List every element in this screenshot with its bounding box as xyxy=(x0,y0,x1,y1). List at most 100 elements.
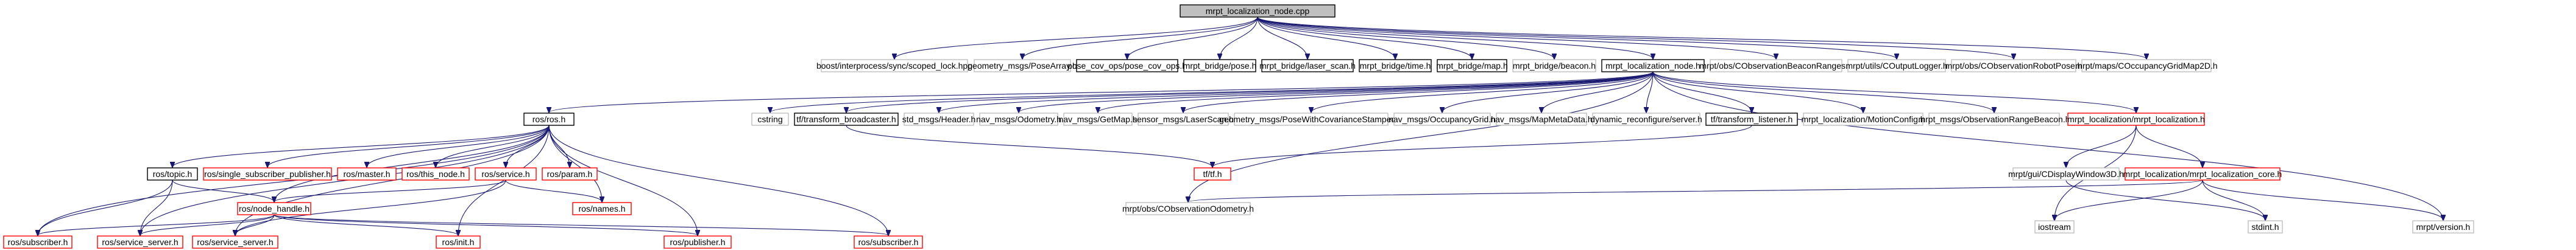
edge-loc_node_h-to-obsrangebeacon xyxy=(1652,71,1994,113)
node-init[interactable]: ros/init.h xyxy=(436,235,481,249)
edge-loc_node_h-to-ros_h xyxy=(549,71,1654,113)
node-tf_listener[interactable]: tf/transform_listener.h xyxy=(1705,113,1798,126)
edge-root-to-bridge_map xyxy=(1257,16,1472,59)
node-label: mrpt_bridge/map.h xyxy=(1436,61,1508,71)
node-box xyxy=(3,235,73,249)
node-label: ros/node_handle.h xyxy=(239,204,310,214)
node-param[interactable]: ros/param.h xyxy=(542,167,598,181)
node-mrpt_version: mrpt/version.h xyxy=(2412,220,2474,234)
node-label: ros/init.h xyxy=(442,237,475,247)
edge-loc_core-to-iostream xyxy=(2054,179,2203,220)
node-box xyxy=(2412,220,2474,234)
node-posearray: geometry_msgs/PoseArray.h xyxy=(968,59,1077,72)
node-pose_cov_ops[interactable]: pose_cov_ops/pose_cov_ops.h xyxy=(1067,59,1187,72)
edge-loc_node_h-to-laserscan xyxy=(1183,71,1654,113)
node-box xyxy=(1710,59,1842,72)
edge-mrpt_loc_h-to-cdisplay xyxy=(2066,125,2137,167)
node-box xyxy=(436,235,481,249)
edge-loc_node_h-to-occgrid_msg xyxy=(1442,71,1654,113)
node-label: mrpt_localization_node.h xyxy=(1605,61,1700,71)
node-label: mrpt/obs/CObservationBeaconRanges.h xyxy=(1699,61,1852,71)
node-mrpt_loc_h[interactable]: mrpt_localization/mrpt_localization.h xyxy=(2067,113,2205,126)
node-odometry: nav_msgs/Odometry.h xyxy=(976,113,1061,126)
node-bridge_laser[interactable]: mrpt_bridge/laser_scan.h xyxy=(1259,59,1356,72)
node-box xyxy=(2248,220,2283,234)
node-iostream: iostream xyxy=(2034,220,2075,234)
node-box xyxy=(1803,113,1923,126)
node-box xyxy=(475,167,537,181)
node-publisher[interactable]: ros/publisher.h xyxy=(663,235,732,249)
node-label: ros/ros.h xyxy=(533,114,565,124)
node-topic[interactable]: ros/topic.h xyxy=(147,167,198,181)
node-label: mrpt_msgs/ObservationRangeBeacon.h xyxy=(1918,114,2070,124)
node-master[interactable]: ros/master.h xyxy=(337,167,397,181)
node-label: ros/publisher.h xyxy=(670,237,725,247)
node-box xyxy=(1592,113,1700,126)
node-label: boost/interprocess/sync/scoped_lock.hpp xyxy=(816,61,972,71)
node-service_server2[interactable]: ros/service_server.h xyxy=(192,235,278,249)
edge-loc_node_h-to-mrpt_version xyxy=(1652,71,2443,220)
node-label: mrpt_localization/mrpt_localization.h xyxy=(2067,114,2205,124)
node-bridge_map[interactable]: mrpt_bridge/map.h xyxy=(1436,59,1508,72)
edge-root-to-occgrid xyxy=(1257,16,2146,59)
node-box xyxy=(904,113,974,126)
node-label: cstring xyxy=(757,114,782,124)
node-tf_broadcaster[interactable]: tf/transform_broadcaster.h xyxy=(794,113,899,126)
node-box xyxy=(402,167,470,181)
node-root[interactable]: mrpt_localization_node.cpp xyxy=(1180,4,1336,18)
node-bridge_time[interactable]: mrpt_bridge/time.h xyxy=(1359,59,1432,72)
node-label: ros/master.h xyxy=(343,169,390,179)
edge-loc_node_h-to-motionconfig xyxy=(1652,71,1863,113)
edge-topic-to-subscriber1 xyxy=(38,179,173,235)
edge-loc_node_h-to-header xyxy=(939,71,1654,113)
edge-root-to-bridge_time xyxy=(1257,16,1395,59)
node-cstring: cstring xyxy=(751,113,789,126)
node-service_h[interactable]: ros/service.h xyxy=(475,167,537,181)
node-loc_core[interactable]: mrpt_localization/mrpt_localization_core… xyxy=(2123,167,2282,181)
node-single_sub_pub[interactable]: ros/single_subscriber_publisher.h xyxy=(203,167,332,181)
node-label: ros/service.h xyxy=(481,169,529,179)
node-label: geometry_msgs/PoseWithCovarianceStamped.… xyxy=(1219,114,1403,124)
node-this_node[interactable]: ros/this_node.h xyxy=(402,167,470,181)
edge-ros_h-to-topic xyxy=(172,125,550,167)
node-bridge_pose[interactable]: mrpt_bridge/pose.h xyxy=(1183,59,1257,72)
node-box xyxy=(237,202,311,215)
node-label: mrpt/version.h xyxy=(2416,222,2471,232)
node-dynreconf: dynamic_reconfigure/server.h xyxy=(1590,113,1702,126)
node-label: sensor_msgs/LaserScan.h xyxy=(1133,114,1234,124)
node-label: ros/single_subscriber_publisher.h xyxy=(204,169,331,179)
node-label: mrpt_bridge/laser_scan.h xyxy=(1259,61,1356,71)
node-label: pose_cov_ops/pose_cov_ops.h xyxy=(1067,61,1187,71)
node-subscriber2[interactable]: ros/subscriber.h xyxy=(854,235,923,249)
edge-loc_node_h-to-tf_listener xyxy=(1652,71,1752,113)
edge-topic-to-service_server1 xyxy=(140,179,173,235)
node-box xyxy=(1076,59,1178,72)
edge-service_h-to-service_server2 xyxy=(235,179,506,235)
node-service_server1[interactable]: ros/service_server.h xyxy=(97,235,183,249)
edge-ros_h-to-single_sub_pub xyxy=(267,125,550,167)
node-box xyxy=(1359,59,1432,72)
node-subscriber1[interactable]: ros/subscriber.h xyxy=(3,235,73,249)
node-ros_h[interactable]: ros/ros.h xyxy=(523,113,575,126)
edge-node_handle-to-subscriber2 xyxy=(274,214,888,235)
node-loc_node_h[interactable]: mrpt_localization_node.h xyxy=(1601,59,1705,72)
node-label: ros/names.h xyxy=(578,204,625,214)
node-box xyxy=(1125,202,1251,215)
node-box xyxy=(337,167,397,181)
node-box xyxy=(1601,59,1705,72)
node-label: mrpt_bridge/time.h xyxy=(1360,61,1431,71)
edge-loc_core-to-stdint xyxy=(2202,179,2265,220)
dependency-edges xyxy=(38,16,2443,235)
node-tf_h[interactable]: tf/tf.h xyxy=(1194,167,1231,181)
node-label: mrpt_bridge/pose.h xyxy=(1183,61,1257,71)
node-label: nav_msgs/Odometry.h xyxy=(976,114,1061,124)
edge-loc_core-to-mrpt_version xyxy=(2202,179,2443,220)
edge-cdisplay-to-stdint xyxy=(2065,179,2265,220)
node-box xyxy=(1928,113,2060,126)
node-box xyxy=(1063,113,1133,126)
node-node_handle[interactable]: ros/node_handle.h xyxy=(237,202,311,215)
node-names[interactable]: ros/names.h xyxy=(572,202,632,215)
node-label: tf/tf.h xyxy=(1203,169,1222,179)
edge-loc_node_h-to-tf_broadcaster xyxy=(846,71,1654,113)
node-posecov: geometry_msgs/PoseWithCovarianceStamped.… xyxy=(1219,113,1403,126)
